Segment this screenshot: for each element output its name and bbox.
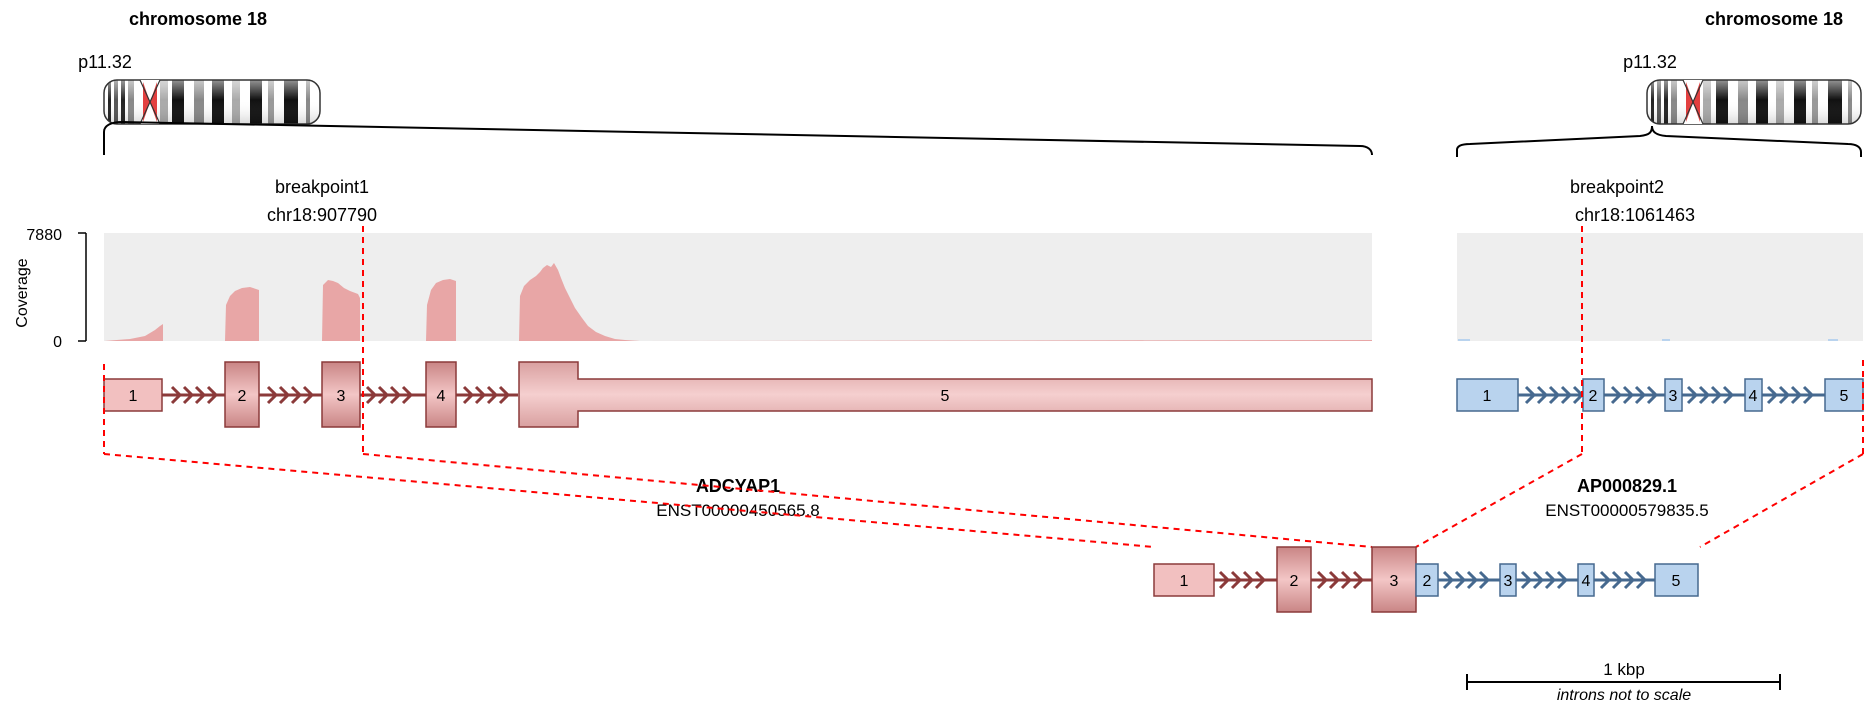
gene2-exon-2-label: 2: [1589, 388, 1598, 405]
fusion-exon-1: [1153, 563, 1215, 597]
right-chromosome-title: chromosome 18: [1705, 9, 1843, 29]
right-band-label: p11.32: [1623, 52, 1677, 72]
gene2-exon-4-label: 4: [1749, 388, 1758, 405]
fusion-transcript: 1 2 3 2 3 4 5: [1153, 546, 1699, 613]
left-centromere: [143, 82, 150, 122]
fusion-partner-exon-2-label: 2: [1423, 573, 1432, 590]
gene2-exon-5: [1824, 378, 1864, 412]
gene2-exon-3-label: 3: [1669, 388, 1678, 405]
coverage-panel-left: [104, 233, 1372, 341]
fusion-partner-exon-5-label: 5: [1672, 573, 1681, 590]
coverage-min-label: 0: [53, 334, 62, 351]
coverage-axis-label: Coverage: [14, 258, 31, 327]
coverage-track-right: [1458, 339, 1838, 341]
coverage-axis: Coverage 7880 0: [14, 227, 87, 351]
gene1-exon-4: [425, 361, 457, 428]
gene1-transcript-id: ENST00000450565.8: [656, 501, 820, 520]
coverage-track-left: [104, 263, 1372, 341]
left-chromosome-title: chromosome 18: [129, 9, 267, 29]
gene2-exon-3: [1664, 378, 1683, 412]
fusion-partner-exon-4-label: 4: [1582, 573, 1591, 590]
breakpoint1-label: breakpoint1: [275, 177, 369, 197]
breakpoint2-label: breakpoint2: [1570, 177, 1664, 197]
gene1-exon-2: [224, 361, 260, 428]
gene2-exon-5-label: 5: [1840, 388, 1849, 405]
right-centromere: [1686, 82, 1693, 122]
fusion-partner-exon-2: [1415, 563, 1439, 597]
fusion-exon-1-label: 1: [1180, 573, 1189, 590]
coverage-panel-right: [1457, 233, 1863, 341]
gene1-track: 1 2 3 4 5: [103, 361, 1373, 428]
gene2-transcript-id: ENST00000579835.5: [1545, 501, 1709, 520]
fusion-exon-2-label: 2: [1290, 573, 1299, 590]
gene1-exon-1-label: 1: [129, 388, 138, 405]
fusion-partner-exon-5: [1654, 563, 1699, 597]
right-chromosome-ideogram: [1647, 80, 1861, 124]
gene1-exon-1: [103, 378, 163, 412]
scale-bar-note: introns not to scale: [1557, 687, 1691, 704]
gene2-track: 1 2 3 4 5: [1456, 378, 1864, 412]
left-chromosome-ideogram: [104, 80, 320, 124]
left-zoom-bracket: [103, 120, 1373, 156]
coverage-max-label: 7880: [26, 227, 62, 244]
gene2-exon-1-label: 1: [1483, 388, 1492, 405]
gene1-exon-5: [518, 361, 1373, 428]
scale-bar: 1 kbp introns not to scale: [1466, 660, 1781, 704]
fusion-partner-exon-3-label: 3: [1504, 573, 1513, 590]
gene1-exon-5-label: 5: [941, 388, 950, 405]
gene1-exon-4-label: 4: [437, 388, 446, 405]
gene2-name: AP000829.1: [1577, 476, 1677, 496]
breakpoint-guides: [103, 226, 1864, 548]
breakpoint1-position: chr18:907790: [267, 205, 377, 225]
scale-bar-label: 1 kbp: [1603, 660, 1645, 679]
right-zoom-bracket: [1456, 125, 1862, 157]
gene1-exon-3-label: 3: [337, 388, 346, 405]
gene1-exon-3: [321, 361, 361, 428]
fusion-exon-3: [1371, 546, 1417, 613]
fusion-partner-exon-4: [1577, 563, 1595, 597]
gene2-exon-4: [1744, 378, 1763, 412]
fusion-partner-exon-3: [1499, 563, 1517, 597]
gene2-exon-1: [1456, 378, 1519, 412]
left-band-label: p11.32: [78, 52, 132, 72]
breakpoint2-position: chr18:1061463: [1575, 205, 1695, 225]
fusion-exon-2: [1276, 546, 1312, 613]
fusion-exon-3-label: 3: [1390, 573, 1399, 590]
gene1-exon-2-label: 2: [238, 388, 247, 405]
